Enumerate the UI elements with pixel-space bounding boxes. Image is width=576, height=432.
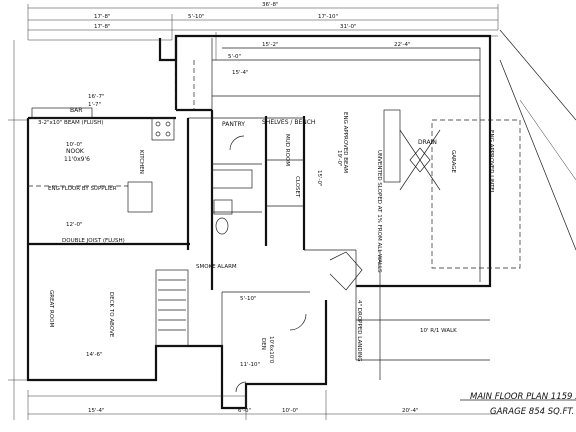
label-kitchen: KITCHEN — [138, 150, 144, 174]
dim-bottom-mid: 6'-0" — [238, 408, 251, 414]
dim-great-14: 14'-6" — [86, 352, 103, 358]
dim-den-11: 11'-10" — [240, 362, 260, 368]
label-walk-in: 10' R/1 WALK — [420, 328, 457, 334]
dim-top-right: 17'-10" — [318, 14, 338, 20]
label-deck: DECK TO ABOVE — [108, 292, 114, 338]
label-eng-floor: ENG FLOOR BY SUPPLIER — [48, 186, 117, 192]
dim-bottom-right2: 20'-4" — [402, 408, 419, 414]
dim-upper-right: 31'-0" — [340, 24, 357, 30]
label-closet: CLOSET — [294, 176, 300, 198]
label-vented: UNVENTED SLOPED AT 1% FROM ALL WALLS — [376, 150, 382, 273]
label-shelves: SHELVES / BENCH — [262, 119, 315, 126]
dim-bar-1: 1'-7" — [88, 102, 101, 108]
label-dropped-landing: 4" DROPPED LANDING — [356, 300, 362, 362]
top-dimension-lines — [8, 4, 499, 420]
dim-garage-5: 5'-0" — [228, 54, 241, 60]
label-bar: BAR — [70, 107, 82, 114]
dim-upper-mid: 5'-10" — [188, 14, 205, 20]
dim-bar-16: 16'-7" — [88, 94, 105, 100]
dim-upper-left: 17'-8" — [94, 24, 111, 30]
dim-bottom-right: 10'-0" — [282, 408, 299, 414]
dim-room-10: 10'-0" — [66, 142, 83, 148]
label-smoke-alarm: SMOKE ALARM — [196, 264, 237, 270]
dim-room-12: 12'-0" — [66, 222, 83, 228]
label-mud-room: MUD ROOM — [284, 134, 290, 166]
bottom-dimension-lines — [27, 390, 498, 420]
label-great-room: GREAT ROOM — [48, 290, 54, 327]
label-pantry: PANTRY — [222, 121, 245, 128]
label-garage: GARAGE — [450, 150, 456, 174]
label-den-size: 10'6x10'0 — [268, 336, 274, 364]
property-lines — [499, 29, 576, 251]
dim-garage-width: 15'-2" — [262, 42, 279, 48]
dim-overall-top: 36'-8" — [262, 2, 279, 8]
title-garage: GARAGE 854 SQ.FT. — [490, 407, 574, 417]
dim-room-19: 19'-0" — [336, 150, 342, 167]
house-walls — [26, 60, 490, 410]
title-main-floor: MAIN FLOOR PLAN 1159 S — [470, 392, 576, 402]
dim-den-5: 5'-10" — [240, 296, 257, 302]
dim-bottom-left: 15'-4" — [88, 408, 105, 414]
label-double-joist: DOUBLE JOIST (FLUSH) — [62, 238, 125, 244]
label-nook-size: 11'0x9'6 — [64, 156, 90, 163]
title-block: MAIN FLOOR PLAN 1159 S GARAGE 854 SQ.FT. — [460, 392, 576, 417]
label-den: DEN — [260, 338, 266, 350]
label-drain: DRAIN — [418, 139, 437, 146]
dim-room-15: 15'-0" — [316, 170, 322, 187]
label-eng-lintel: ENG APPROVED LINTEL — [488, 130, 494, 195]
dim-garage-22: 22'-4" — [394, 42, 411, 48]
label-nook: NOOK — [66, 148, 85, 155]
dim-garage-15: 15'-4" — [232, 70, 249, 76]
label-beam-flush: 3-2"x10" BEAM (FLUSH) — [38, 120, 103, 126]
label-eng-beam: ENG APPROVED BEAM — [342, 112, 348, 173]
dim-top-left: 17'-8" — [94, 14, 111, 20]
